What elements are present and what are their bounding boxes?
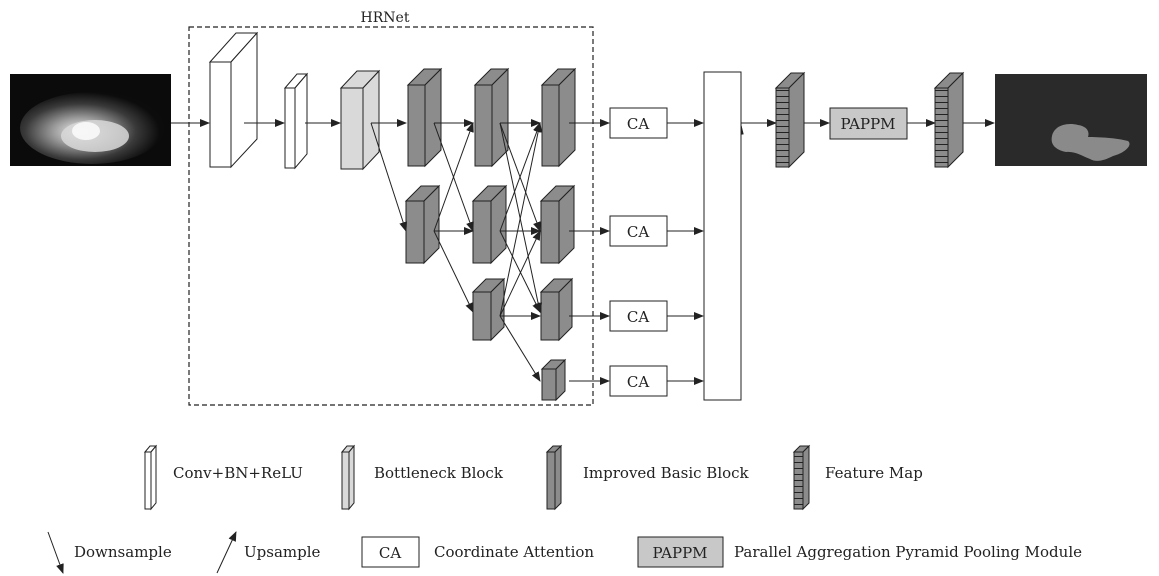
legend-bottleneck-label: Bottleneck Block xyxy=(374,464,504,482)
hrnet-region xyxy=(188,26,594,406)
legend-feature-map-label: Feature Map xyxy=(825,464,923,482)
pappm-label: PAPPM xyxy=(840,115,895,133)
legend-bottleneck-icon xyxy=(340,444,356,511)
ca-module: CA xyxy=(609,107,668,139)
feature-map xyxy=(933,71,965,169)
segmentation-mask xyxy=(1051,124,1130,161)
downsample-arrow-icon xyxy=(47,531,64,574)
improved-basic-block xyxy=(406,67,443,168)
improved-basic-block xyxy=(540,358,567,402)
hrnet-title: HRNet xyxy=(361,10,410,26)
conv-block xyxy=(283,72,309,170)
legend-upsample-label: Upsample xyxy=(244,543,321,561)
legend-row-2: Downsample Upsample CA Coordinate Attent… xyxy=(47,531,1082,574)
legend-pappm-box-label: PAPPM xyxy=(652,544,707,562)
legend-ca-box-label: CA xyxy=(379,544,401,562)
legend-basic-label: Improved Basic Block xyxy=(583,464,750,482)
improved-basic-block xyxy=(471,277,506,342)
improved-basic-block xyxy=(539,277,574,342)
bottleneck-block xyxy=(339,69,381,171)
improved-basic-block xyxy=(404,184,441,265)
pappm-module: PAPPM xyxy=(829,107,908,140)
input-image xyxy=(10,74,171,166)
improved-basic-block xyxy=(473,67,510,168)
ca-label: CA xyxy=(627,308,649,326)
ca-label: CA xyxy=(627,115,649,133)
legend-basic-icon xyxy=(545,444,563,511)
output-image xyxy=(995,74,1147,166)
legend-pappm-label: Parallel Aggregation Pyramid Pooling Mod… xyxy=(734,543,1082,561)
upsample-arrow-icon xyxy=(216,531,237,574)
improved-basic-block xyxy=(539,184,576,265)
ca-label: CA xyxy=(627,223,649,241)
legend-conv-label: Conv+BN+ReLU xyxy=(173,464,303,482)
legend-conv-icon xyxy=(143,444,158,511)
feature-map xyxy=(774,71,806,169)
improved-basic-block xyxy=(471,184,508,265)
ca-module: CA xyxy=(609,300,668,332)
legend-ca-label: Coordinate Attention xyxy=(434,543,594,561)
legend-pappm-box xyxy=(637,536,724,568)
ca-module: CA xyxy=(609,215,668,247)
legend: Conv+BN+ReLU Bottleneck Block Improved B… xyxy=(143,444,923,511)
conv-block xyxy=(208,31,259,169)
improved-basic-block xyxy=(540,67,577,168)
legend-downsample-label: Downsample xyxy=(74,543,172,561)
legend-ca-box xyxy=(361,536,420,568)
legend-feature-map-icon xyxy=(792,444,811,511)
ca-module: CA xyxy=(609,365,668,397)
concat-block xyxy=(703,71,742,401)
ca-label: CA xyxy=(627,373,649,391)
